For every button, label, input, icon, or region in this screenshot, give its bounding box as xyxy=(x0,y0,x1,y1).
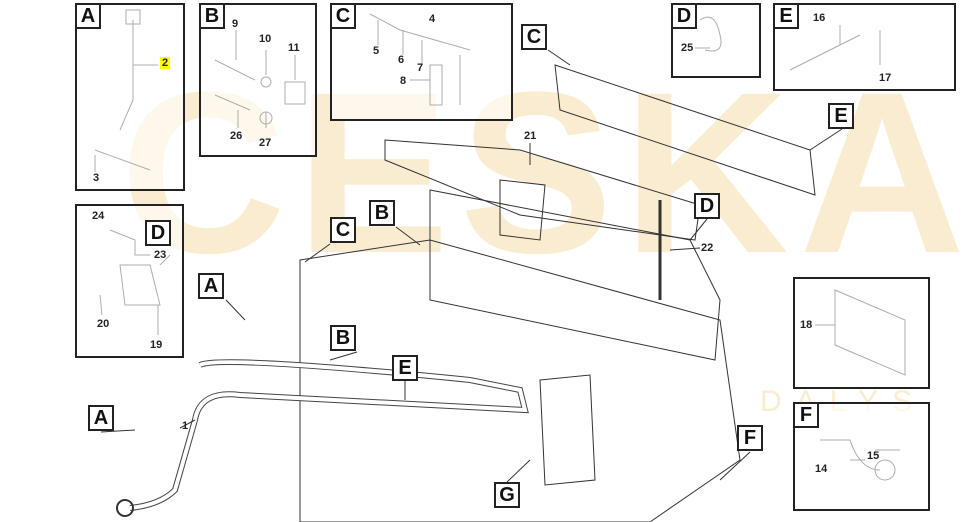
callout-f[interactable]: F xyxy=(737,425,763,451)
callout-c[interactable]: C xyxy=(330,217,356,243)
part-27[interactable]: 27 xyxy=(259,137,272,149)
inset-f-label: F xyxy=(793,402,819,428)
part-14[interactable]: 14 xyxy=(815,463,828,475)
engine-block xyxy=(299,239,741,522)
inset-a-label: A xyxy=(75,3,101,29)
intake-manifold xyxy=(554,64,816,196)
part-16[interactable]: 16 xyxy=(813,12,826,24)
inset-bracket-ref: D xyxy=(145,220,171,246)
inset-c-label: C xyxy=(330,3,356,29)
callout-a[interactable]: A xyxy=(198,273,224,299)
bracket-part xyxy=(499,179,546,241)
callout-e[interactable]: E xyxy=(392,355,418,381)
callout-b-lower[interactable]: B xyxy=(330,325,356,351)
callout-c-upper[interactable]: C xyxy=(521,24,547,50)
callout-e-upper[interactable]: E xyxy=(828,103,854,129)
inset-e-label: E xyxy=(773,3,799,29)
part-19[interactable]: 19 xyxy=(150,339,163,351)
part-10[interactable]: 10 xyxy=(259,33,272,45)
inset-a xyxy=(75,3,185,191)
part-7[interactable]: 7 xyxy=(417,62,424,74)
part-17[interactable]: 17 xyxy=(879,72,892,84)
callout-g[interactable]: G xyxy=(494,482,520,508)
part-2[interactable]: 2 xyxy=(160,57,171,69)
inset-b-label: B xyxy=(199,3,225,29)
inset-e xyxy=(773,3,956,91)
callout-b[interactable]: B xyxy=(369,200,395,226)
oil-filter xyxy=(539,374,596,486)
callout-a-lower[interactable]: A xyxy=(88,405,114,431)
part-26[interactable]: 26 xyxy=(230,130,243,142)
inset-ecu xyxy=(793,277,930,389)
part-21[interactable]: 21 xyxy=(524,130,537,142)
part-6[interactable]: 6 xyxy=(398,54,405,66)
part-5[interactable]: 5 xyxy=(373,45,380,57)
cover-plate xyxy=(384,139,701,241)
cylinder-head xyxy=(429,189,721,361)
callout-d[interactable]: D xyxy=(694,193,720,219)
part-9[interactable]: 9 xyxy=(232,18,239,30)
part-25[interactable]: 25 xyxy=(681,42,694,54)
inset-d-label: D xyxy=(671,3,697,29)
part-1[interactable]: 1 xyxy=(182,420,189,432)
part-8[interactable]: 8 xyxy=(400,75,407,87)
part-22[interactable]: 22 xyxy=(701,242,714,254)
part-15[interactable]: 15 xyxy=(867,450,880,462)
part-11[interactable]: 11 xyxy=(288,42,300,54)
inset-d xyxy=(671,3,761,78)
part-4[interactable]: 4 xyxy=(429,13,436,25)
part-18[interactable]: 18 xyxy=(800,319,813,331)
part-24[interactable]: 24 xyxy=(92,210,105,222)
part-20[interactable]: 20 xyxy=(97,318,110,330)
part-23[interactable]: 23 xyxy=(154,249,167,261)
inset-c xyxy=(330,3,513,121)
part-3[interactable]: 3 xyxy=(93,172,100,184)
